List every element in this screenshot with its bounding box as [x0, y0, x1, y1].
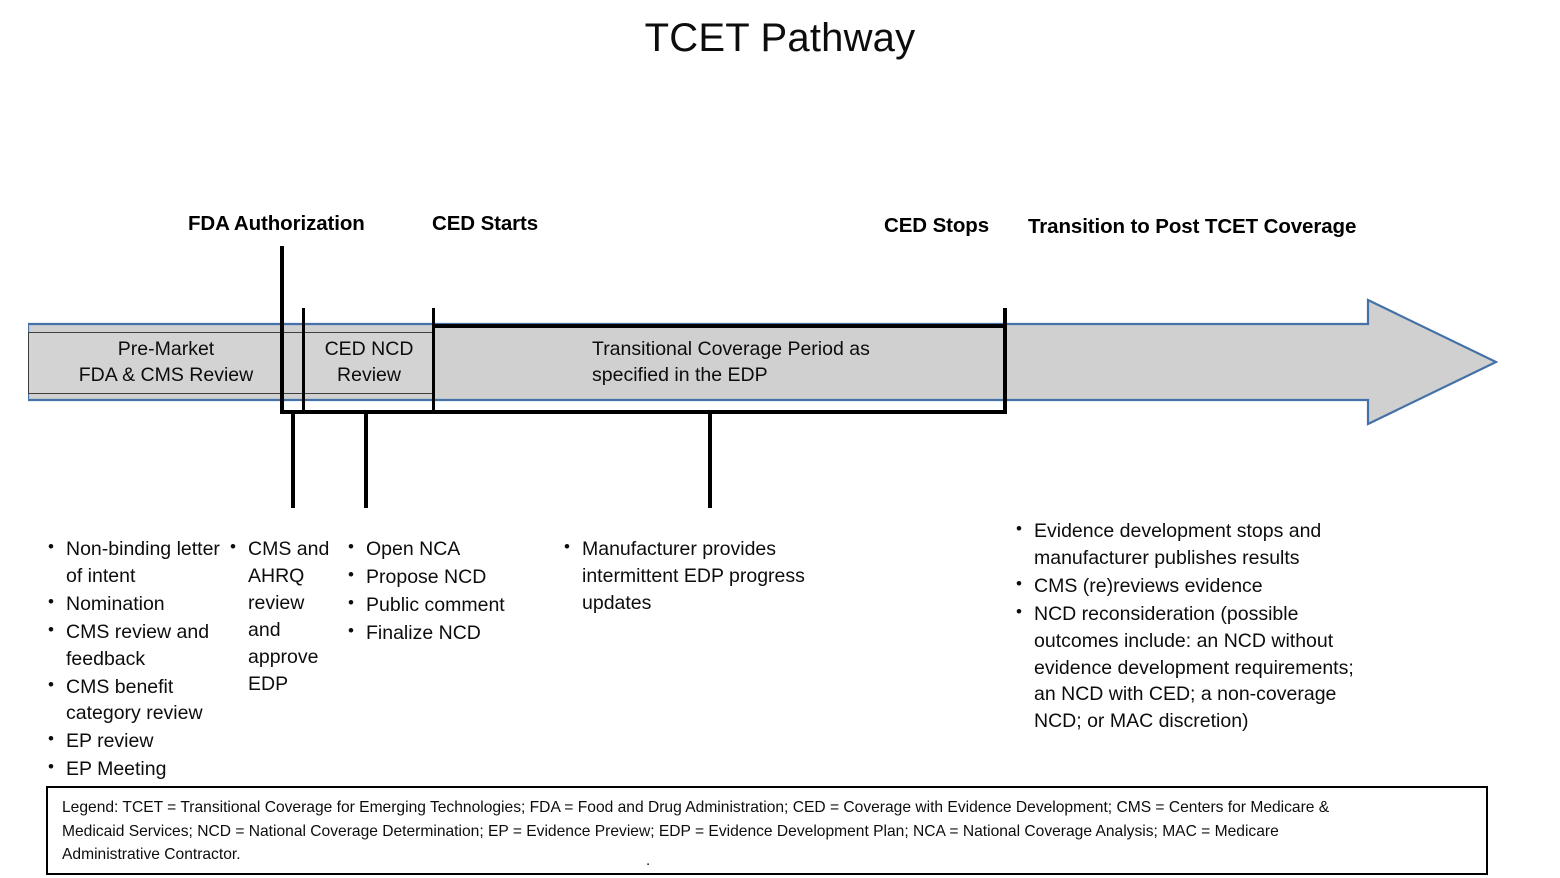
- list-item: EP review: [46, 727, 228, 755]
- milestone-label-transition-post-tcet: Transition to Post TCET Coverage: [1028, 215, 1357, 238]
- segment-transitional-coverage-line2: specified in the EDP: [592, 364, 768, 386]
- legend-line-3: Administrative Contractor.: [62, 846, 241, 864]
- list-item: Evidence development stops and manufactu…: [1014, 517, 1362, 572]
- transitional-box-top-rule: [432, 324, 1007, 328]
- bullet-column-edp-approval-activities: CMS and AHRQ review and approve EDP: [228, 535, 332, 698]
- list-item: Public comment: [346, 591, 546, 619]
- list-item: CMS benefit category review: [46, 673, 228, 728]
- list-item: CMS (re)reviews evidence: [1014, 572, 1362, 600]
- bullet-column-coverage-period-activities: Manufacturer provides intermittent EDP p…: [562, 535, 810, 618]
- list-item: CMS review and feedback: [46, 618, 228, 673]
- transitional-box-bottom-rule: [280, 410, 1007, 414]
- bullet-column-pre-market-activities: Non-binding letter of intent Nomination …: [46, 535, 228, 784]
- segment-transitional-coverage: Transitional Coverage Period as specifie…: [434, 330, 1004, 396]
- list-item: Manufacturer provides intermittent EDP p…: [562, 535, 810, 617]
- milestone-label-ced-starts: CED Starts: [432, 212, 539, 235]
- list-item: Propose NCD: [346, 563, 546, 591]
- legend-line-2: Medicaid Services; NCD = National Covera…: [62, 822, 1279, 840]
- connector-coverage-period-bullets: [708, 412, 712, 508]
- list-item: Open NCA: [346, 535, 546, 563]
- list-item: Non-binding letter of intent: [46, 535, 228, 590]
- page-title: TCET Pathway: [644, 16, 916, 60]
- segment-pre-market-line2: FDA & CMS Review: [78, 364, 254, 386]
- connector-edp-approval-bullets: [364, 412, 368, 508]
- milestone-label-fda-authorization: FDA Authorization: [188, 212, 365, 235]
- legend-box: Legend: TCET = Transitional Coverage for…: [46, 786, 1488, 876]
- tick-ced-starts: [432, 308, 436, 414]
- segment-transitional-coverage-line1: Transitional Coverage Period as: [592, 338, 870, 361]
- segment-ced-ncd-review-line1: CED NCD: [324, 338, 414, 361]
- list-item: Finalize NCD: [346, 619, 546, 647]
- list-item: CMS and AHRQ review and approve EDP: [228, 535, 332, 697]
- connector-pre-market-bullets: [291, 412, 295, 508]
- list-item: NCD reconsideration (possible outcomes i…: [1014, 600, 1362, 736]
- tick-ced-stops: [1003, 308, 1007, 414]
- segment-pre-market: Pre-Market FDA & CMS Review: [28, 332, 304, 394]
- list-item: EP Meeting: [46, 755, 228, 783]
- segment-ced-ncd-review: CED NCD Review: [304, 332, 434, 394]
- tick-fda-authorization: [280, 246, 284, 414]
- segment-pre-market-line1: Pre-Market: [117, 338, 215, 361]
- tick-pre-market-end: [302, 308, 306, 414]
- segment-ced-ncd-review-line2: Review: [337, 364, 401, 386]
- legend-stray-mark: .: [646, 852, 651, 869]
- bullet-column-ncd-process-activities: Open NCA Propose NCD Public comment Fina…: [346, 535, 546, 648]
- legend-line-1: Legend: TCET = Transitional Coverage for…: [62, 799, 1330, 816]
- list-item: Nomination: [46, 590, 228, 618]
- milestone-label-ced-stops: CED Stops: [884, 214, 990, 237]
- bullet-column-post-tcet-activities: Evidence development stops and manufactu…: [1014, 517, 1362, 736]
